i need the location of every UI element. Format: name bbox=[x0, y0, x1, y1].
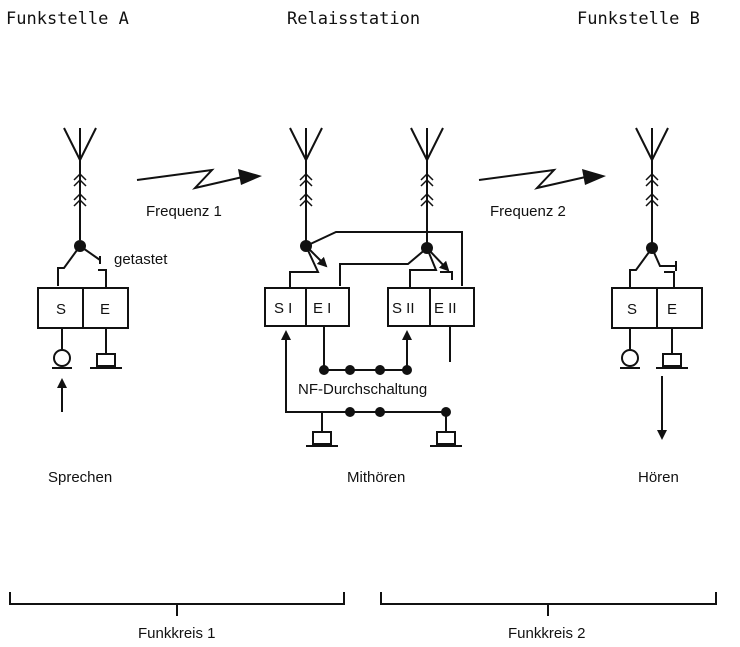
frequency-1-label: Frequenz 1 bbox=[146, 203, 222, 220]
circuit-2-bracket bbox=[380, 592, 717, 616]
ptt-switch bbox=[57, 245, 81, 286]
relay-station: S I E I S II E II NF-Durchschaltung Mith… bbox=[264, 127, 475, 486]
speaker-icon bbox=[96, 353, 116, 367]
circuit-1-bracket bbox=[9, 592, 345, 616]
keyed-contact bbox=[79, 245, 101, 264]
microphone-icon bbox=[621, 349, 639, 367]
antenna-icon bbox=[63, 127, 97, 240]
af-link-label: NF-Durchschaltung bbox=[298, 381, 427, 398]
radio-link-1-icon bbox=[136, 168, 248, 190]
af-link-2 bbox=[281, 330, 446, 413]
frequency-2-label: Frequenz 2 bbox=[490, 203, 566, 220]
caption-speak: Sprechen bbox=[48, 469, 112, 486]
circuit-1-label: Funkkreis 1 bbox=[138, 625, 216, 642]
sender-label: S bbox=[56, 301, 66, 318]
antenna-icon bbox=[410, 127, 444, 244]
keyed-label: getastet bbox=[114, 251, 168, 268]
title-relay-station: Relaisstation bbox=[287, 9, 420, 29]
sender-1-label: S I bbox=[274, 300, 292, 317]
receiver-label: E bbox=[667, 301, 677, 318]
speaker-icon bbox=[436, 431, 456, 445]
antenna-icon bbox=[289, 127, 323, 244]
circuit-2-label: Funkkreis 2 bbox=[508, 625, 586, 642]
microphone-icon bbox=[53, 349, 71, 367]
caption-monitor: Mithören bbox=[347, 469, 405, 486]
sender-label: S bbox=[627, 301, 637, 318]
af-link-1 bbox=[323, 326, 412, 371]
radio-link-2-icon bbox=[478, 168, 591, 190]
receiver-1-label: E I bbox=[313, 300, 331, 317]
antenna-icon bbox=[635, 127, 669, 244]
ptt-switch bbox=[651, 247, 677, 271]
receiver-label: E bbox=[100, 301, 110, 318]
speaker-icon bbox=[662, 353, 682, 367]
sender-2-label: S II bbox=[392, 300, 415, 317]
title-station-b: Funkstelle B bbox=[577, 9, 700, 29]
station-a: getastet S E Sprechen bbox=[37, 127, 168, 486]
station-b: S E Hören bbox=[611, 127, 703, 486]
speaker-icon bbox=[312, 431, 332, 445]
caption-hear: Hören bbox=[638, 469, 679, 486]
title-station-a: Funkstelle A bbox=[6, 9, 129, 29]
receiver-2-label: E II bbox=[434, 300, 457, 317]
